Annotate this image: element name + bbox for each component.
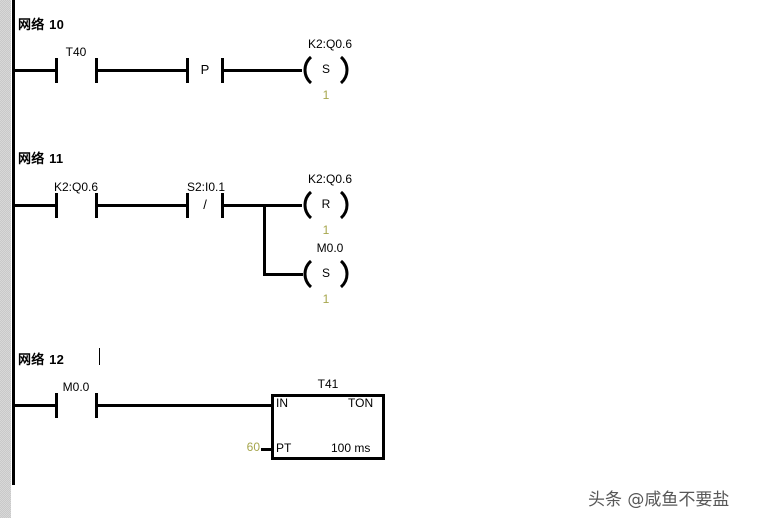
timer-block-t41-pt-label: PT [276,441,292,455]
contact-s2-i01-bar-right [221,193,224,218]
power-rail-network-11 [12,124,15,332]
rung-wire-12-pt-stub [261,448,273,451]
rung-wire-11-b [95,204,187,207]
contact-p-glyph: P [200,62,210,77]
network-12-title-prefix: 网络 [18,353,45,368]
power-rail-network-12 [12,332,15,485]
coil-k2-q06-reset-shape [303,190,349,220]
coil-m00-set-value: 1 [322,292,330,306]
contact-m00-bar-right [95,393,98,418]
timer-block-t41-name: T41 [317,377,339,391]
rung-wire-11-c [222,204,302,207]
network-10-title-prefix: 网络 [18,18,45,33]
contact-m00-bar-left [55,393,58,418]
contact-s2-i01-bar-left [186,193,189,218]
contact-m00-operand: M0.0 [62,380,90,394]
text-cursor [99,348,100,365]
contact-p-bar-left [186,58,189,83]
network-11-title-prefix: 网络 [18,152,45,167]
timer-block-t41-in-label: IN [276,396,288,410]
rung-wire-11-a [14,204,58,207]
contact-t40-bar-right [95,58,98,83]
power-rail-network-10 [12,0,15,124]
contact-t40-bar-left [55,58,58,83]
watermark: 头条 @咸鱼不要盐 [588,490,730,510]
editor-left-gutter [0,0,11,518]
contact-k2-q06-bar-right [95,193,98,218]
network-12-title: 网络 12 [18,349,64,368]
network-11-title-number: 11 [49,151,64,166]
rung-wire-12-b [95,404,273,407]
contact-p-bar-right [221,58,224,83]
rung-wire-10-c [222,69,302,72]
network-11-title: 网络 11 [18,148,63,167]
coil-k2-q06-reset-letter: R [321,197,331,211]
branch-wire-11-lower [263,273,303,276]
coil-m00-set-letter: S [321,266,330,280]
timer-block-t41-body[interactable] [271,394,385,460]
contact-s2-i01-operand: S2:I0.1 [186,180,226,194]
coil-k2-q06-set-letter: S [321,62,330,76]
network-10-title: 网络 10 [18,14,64,33]
timer-block-t41-type-label: TON [348,396,374,410]
coil-k2-q06-reset-operand: K2:Q0.6 [307,172,353,186]
contact-s2-i01-glyph: / [203,197,207,212]
coil-m00-set-shape [303,259,349,289]
network-10-title-number: 10 [49,17,65,32]
coil-k2-q06-reset-value: 1 [322,223,330,237]
network-12-title-number: 12 [49,352,65,367]
contact-t40-operand: T40 [65,45,87,59]
coil-k2-q06-set-operand: K2:Q0.6 [307,37,353,51]
timer-block-t41-timebase: 100 ms [331,441,371,455]
coil-m00-set-operand: M0.0 [316,241,344,255]
rung-wire-12-a [14,404,58,407]
timer-block-t41-preset-value[interactable]: 60 [246,440,260,454]
branch-vertical-11 [263,204,266,276]
contact-k2-q06-bar-left [55,193,58,218]
rung-wire-10-b [95,69,187,72]
rung-wire-10-a [14,69,58,72]
contact-k2-q06-operand: K2:Q0.6 [53,180,99,194]
coil-k2-q06-set-shape [303,55,349,85]
coil-k2-q06-set-value: 1 [322,88,330,102]
